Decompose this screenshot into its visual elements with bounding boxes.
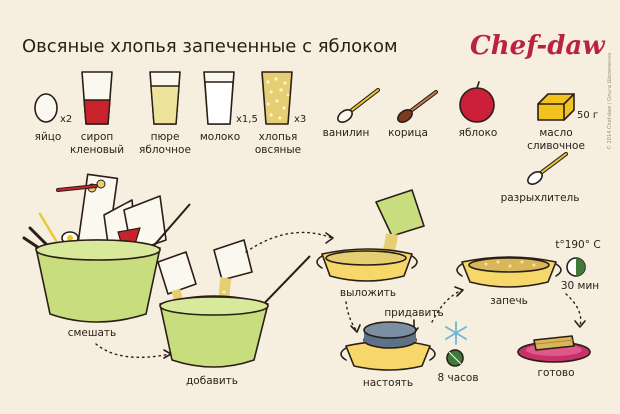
snowflake-icon	[445, 321, 467, 345]
cinnamon-spoon-icon	[397, 90, 438, 123]
mixing-bowl-step1	[22, 173, 191, 323]
apple-icon	[459, 81, 495, 123]
step-label-press: придавить	[384, 307, 443, 319]
ingredient-label-syrup-1: сироп	[81, 131, 114, 143]
step-label-bake: запечь	[490, 295, 528, 307]
milk-glass-icon	[203, 71, 235, 125]
step-label-pour: выложить	[340, 287, 396, 299]
ingredient-label-puree-1: пюре	[151, 131, 180, 143]
timer-icon	[566, 257, 586, 277]
egg-icon	[34, 93, 58, 123]
milk-qty: x1,5	[236, 114, 258, 125]
step-label-add: добавить	[186, 375, 238, 387]
bake-temperature: t°190° C	[555, 239, 600, 251]
ingredient-label-puree-2: яблочное	[139, 144, 191, 156]
mixing-bowl-step2	[157, 239, 311, 368]
rest-duration: 8 часов	[437, 372, 478, 384]
recipe-title: Овсяные хлопья запеченные с яблоком	[22, 36, 398, 57]
ingredient-label-syrup-2: кленовый	[70, 144, 124, 156]
step-label-mix: смешать	[68, 327, 117, 339]
oat-flakes-glass-icon	[261, 71, 293, 125]
ingredient-label-oats-2: овсяные	[255, 144, 301, 156]
maple-syrup-glass-icon	[81, 71, 113, 125]
clock-icon	[446, 349, 464, 367]
ingredient-label-butter-1: масло	[539, 127, 572, 139]
oats-qty: x3	[294, 114, 306, 125]
brand-logo: Chef-daw	[470, 31, 606, 61]
egg-qty: x2	[60, 114, 72, 125]
bake-duration: 30 мин	[561, 280, 599, 292]
butter-qty: 50 г	[577, 110, 598, 121]
vanilla-spoon-icon	[337, 88, 380, 123]
ingredient-label-cinnamon: корица	[388, 127, 428, 139]
ingredient-label-oats-1: хлопья	[259, 131, 298, 143]
ingredient-label-vanilla: ванилин	[323, 127, 370, 139]
ingredient-label-milk: молоко	[200, 131, 240, 143]
step-label-rest: настоять	[363, 377, 413, 389]
ingredient-label-egg: яйцо	[35, 131, 62, 143]
serving-plate	[517, 335, 591, 363]
ingredient-label-apple: яблоко	[459, 127, 498, 139]
ingredient-label-baking-powder: разрыхлитель	[501, 192, 580, 204]
baking-powder-spoon-icon	[527, 152, 568, 185]
step-label-ready: готово	[537, 367, 574, 379]
baking-dish-pour	[316, 189, 425, 282]
apple-puree-glass-icon	[149, 71, 181, 125]
copyright-note: © 2014 Chef-daw / Ольга Шелеменко	[606, 53, 613, 150]
baking-dish-bake	[456, 256, 562, 288]
butter-block-icon	[537, 93, 575, 121]
baking-dish-resting	[340, 321, 436, 371]
ingredient-label-butter-2: сливочное	[527, 140, 585, 152]
